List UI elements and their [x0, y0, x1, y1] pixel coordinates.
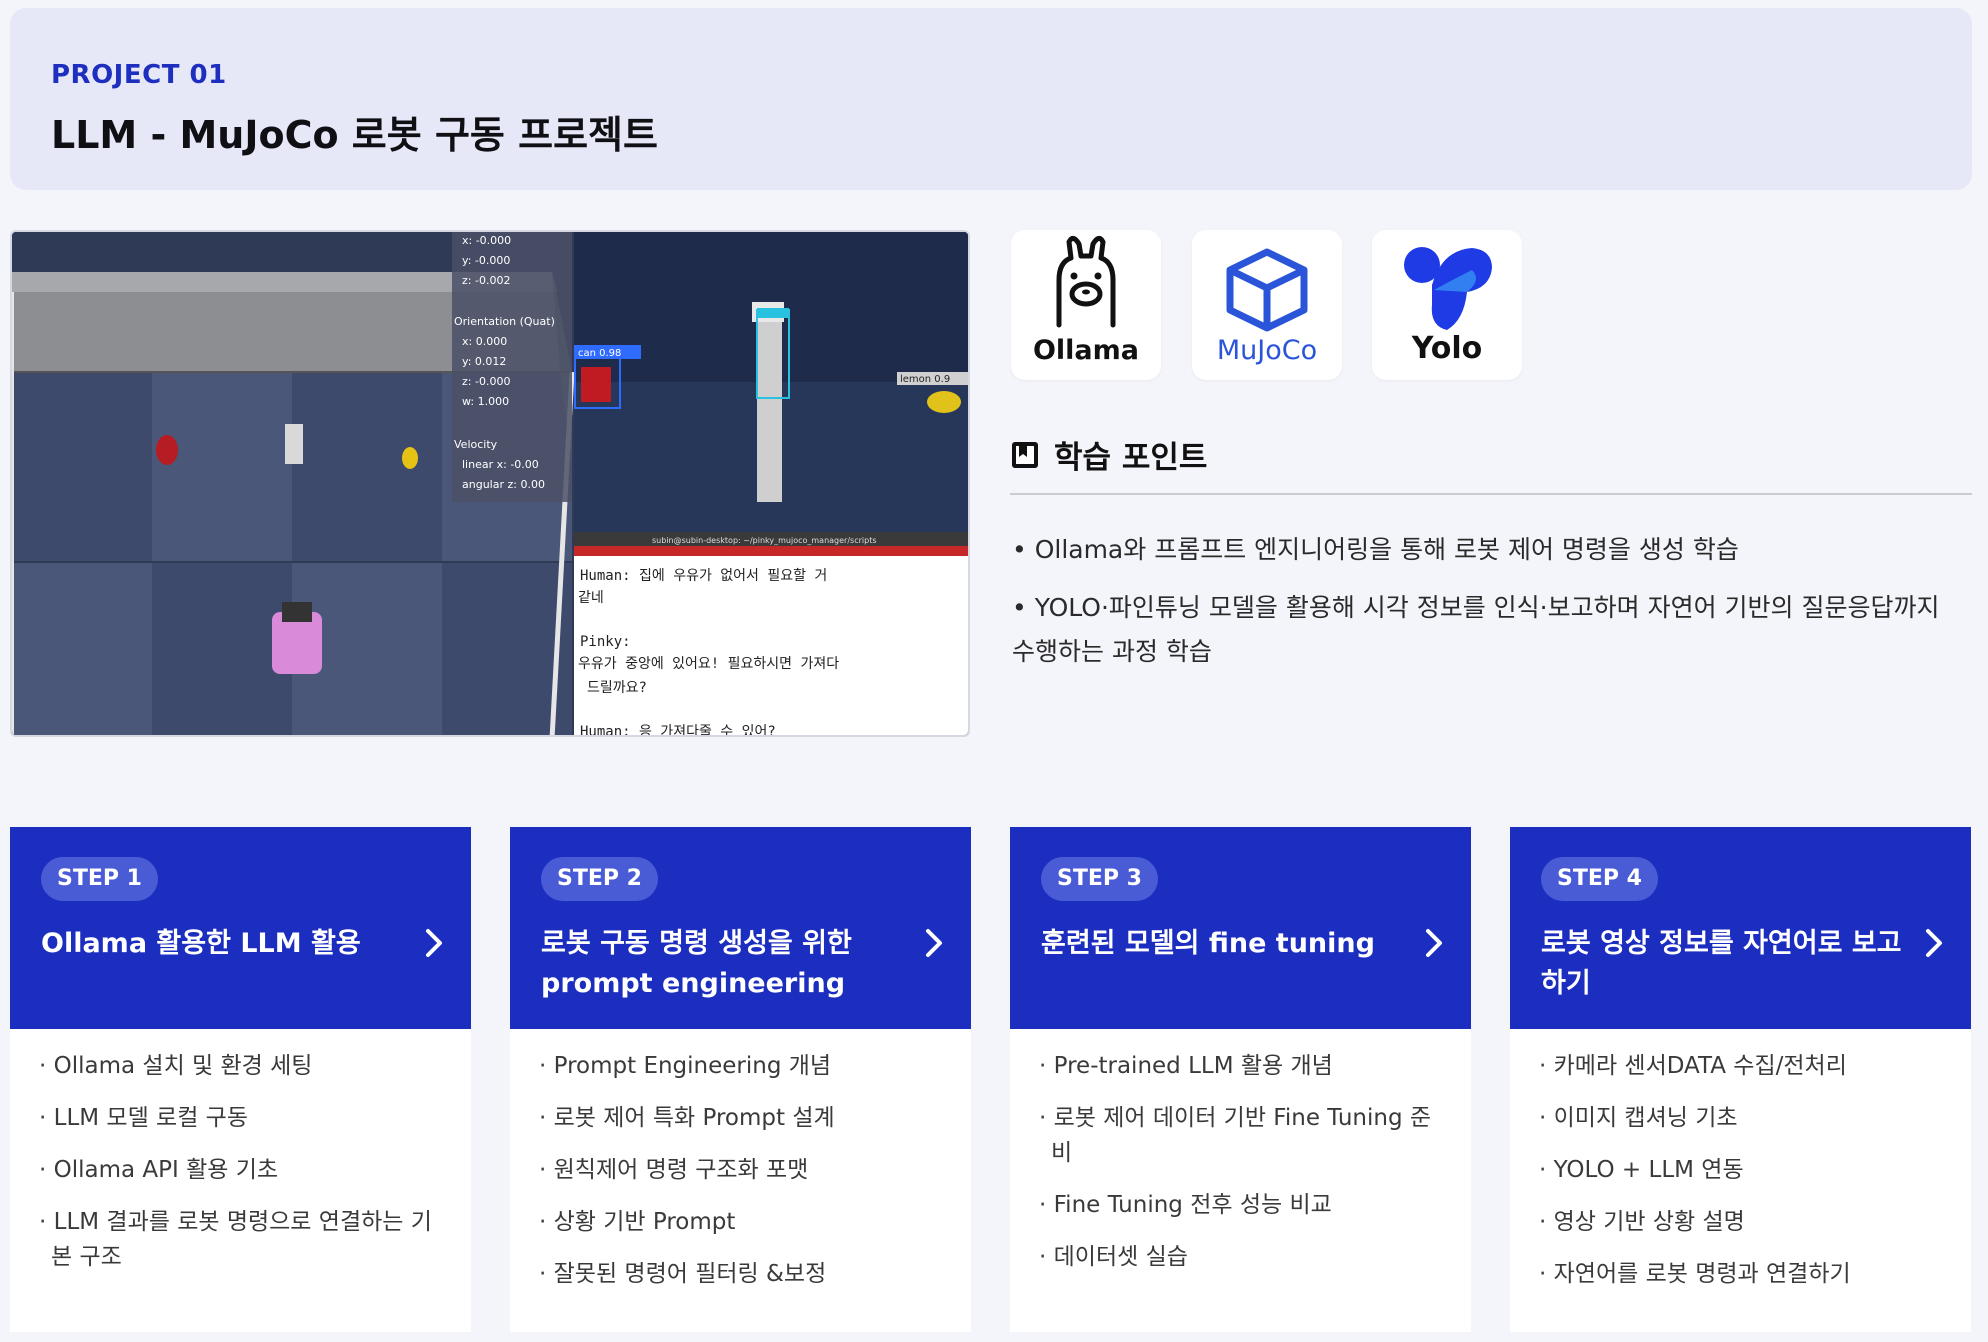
step-items-list: 카메라 센서DATA 수집/전처리 이미지 캡셔닝 기초 YOLO + LLM …	[1539, 1049, 1949, 1309]
ollama-logo-label: Ollama	[1032, 335, 1140, 366]
step-items-list: Ollama 설치 및 환경 세팅 LLM 모델 로컬 구동 Ollama AP…	[39, 1049, 449, 1292]
llama-icon	[1056, 236, 1116, 328]
step-title: Ollama 활용한 LLM 활용	[41, 928, 361, 959]
list-item: 이미지 캡셔닝 기초	[1539, 1101, 1949, 1136]
step-title: 로봇 영상 정보를 자연어로 보고하기	[1541, 928, 1902, 999]
step-badge: STEP 3	[1041, 857, 1158, 901]
detection-lemon-label: lemon 0.9	[900, 374, 950, 385]
step-card-2[interactable]: STEP 2 로봇 구동 명령 생성을 위한 prompt engineerin…	[510, 827, 971, 1332]
chevron-right-icon[interactable]	[419, 925, 449, 961]
step-card-4[interactable]: STEP 4 로봇 영상 정보를 자연어로 보고하기 카메라 센서DATA 수집…	[1510, 827, 1971, 1332]
overlay-pos-y: y: -0.000	[462, 254, 510, 267]
learning-point-1: • Ollama와 프롬프트 엔지니어링을 통해 로봇 제어 명령을 생성 학습	[1012, 535, 1739, 564]
overlay-quat-w: w: 1.000	[462, 395, 509, 408]
list-item: 상황 기반 Prompt	[539, 1205, 949, 1240]
list-item: 자연어를 로봇 명령과 연결하기	[1539, 1257, 1949, 1292]
overlay-quat-z: z: -0.000	[462, 375, 510, 388]
terminal-line-6: Human: 응 가져다줄 수 있어?	[580, 724, 776, 737]
overlay-linear: linear x: -0.00	[462, 458, 539, 471]
simulation-scene: x: -0.000 y: -0.000 z: -0.002 Orientatio…	[12, 232, 968, 737]
list-item: 영상 기반 상황 설명	[1539, 1205, 1949, 1240]
cube-icon	[1226, 248, 1308, 332]
overlay-angular: angular z: 0.00	[462, 478, 545, 491]
step-card-3[interactable]: STEP 3 훈련된 모델의 fine tuning Pre-trained L…	[1010, 827, 1471, 1332]
step-card-1[interactable]: STEP 1 Ollama 활용한 LLM 활용 Ollama 설치 및 환경 …	[10, 827, 471, 1332]
learning-point-2: • YOLO·파인튜닝 모델을 활용해 시각 정보를 인식·보고하며 자연어 기…	[1012, 593, 1940, 666]
overlay-pos-x: x: -0.000	[462, 234, 511, 247]
overlay-pos-z: z: -0.002	[462, 274, 510, 287]
chevron-right-icon[interactable]	[919, 925, 949, 961]
overlay-orientation-label: Orientation (Quat)	[454, 315, 555, 328]
step-title: 로봇 구동 명령 생성을 위한 prompt engineering	[541, 928, 852, 999]
list-item: 로봇 제어 특화 Prompt 설계	[539, 1101, 949, 1136]
overlay-quat-x: x: 0.000	[462, 335, 507, 348]
step-card-header: STEP 2 로봇 구동 명령 생성을 위한 prompt engineerin…	[510, 827, 971, 1029]
terminal-line-4: 우유가 중앙에 있어요! 필요하시면 가져다	[578, 656, 839, 672]
mujoco-logo: MuJoCo	[1192, 230, 1342, 380]
terminal-title: subin@subin-desktop: ~/pinky_mujoco_mana…	[652, 536, 877, 545]
list-item: 로봇 제어 데이터 기반 Fine Tuning 준비	[1039, 1101, 1449, 1171]
step-badge: STEP 4	[1541, 857, 1658, 901]
terminal-line-1: Human: 집에 우유가 없어서 필요할 거	[580, 568, 827, 584]
chevron-right-icon[interactable]	[1419, 925, 1449, 961]
project-header: PROJECT 01 LLM - MuJoCo 로봇 구동 프로젝트	[10, 8, 1972, 190]
chevron-right-icon[interactable]	[1919, 925, 1949, 961]
overlay-quat-y: y: 0.012	[462, 355, 506, 368]
learning-points-divider	[1010, 493, 1972, 495]
simulation-screenshot: x: -0.000 y: -0.000 z: -0.002 Orientatio…	[10, 230, 970, 737]
step-items-list: Pre-trained LLM 활용 개념 로봇 제어 데이터 기반 Fine …	[1039, 1049, 1449, 1292]
list-item: YOLO + LLM 연동	[1539, 1153, 1949, 1188]
terminal-line-2: 같네	[578, 590, 604, 606]
step-badge: STEP 1	[41, 857, 158, 901]
list-item: LLM 모델 로컬 구동	[39, 1101, 449, 1136]
mujoco-logo-label: MuJoCo	[1216, 335, 1318, 366]
project-label: PROJECT 01	[51, 60, 227, 90]
yolo-mark-icon	[1404, 247, 1492, 330]
list-item: Pre-trained LLM 활용 개념	[1039, 1049, 1449, 1084]
list-item: Prompt Engineering 개념	[539, 1049, 949, 1084]
list-item: Fine Tuning 전후 성능 비교	[1039, 1188, 1449, 1223]
yolo-logo-label: Yolo	[1411, 331, 1483, 366]
bookmark-book-icon	[1012, 441, 1038, 468]
step-card-header: STEP 3 훈련된 모델의 fine tuning	[1010, 827, 1471, 1029]
learning-points-title: 학습 포인트	[1054, 440, 1208, 476]
yolo-logo: Yolo	[1372, 230, 1522, 380]
list-item: 카메라 센서DATA 수집/전처리	[1539, 1049, 1949, 1084]
learning-points-heading: 학습 포인트	[1010, 432, 1207, 477]
list-item: 잘못된 명령어 필터링 &보정	[539, 1257, 949, 1292]
step-items-list: Prompt Engineering 개념 로봇 제어 특화 Prompt 설계…	[539, 1049, 949, 1309]
terminal-line-3: Pinky:	[580, 634, 631, 650]
ollama-logo: Ollama	[1011, 230, 1161, 380]
list-item: Ollama API 활용 기초	[39, 1153, 449, 1188]
step-card-header: STEP 1 Ollama 활용한 LLM 활용	[10, 827, 471, 1029]
list-item: Ollama 설치 및 환경 세팅	[39, 1049, 449, 1084]
list-item: 데이터셋 실습	[1039, 1240, 1449, 1275]
overlay-velocity-label: Velocity	[454, 438, 498, 451]
detection-can-label: can 0.98	[578, 348, 621, 359]
step-title: 훈련된 모델의 fine tuning	[1041, 928, 1375, 959]
terminal-line-5: 드릴까요?	[587, 680, 647, 696]
list-item: 원칙제어 명령 구조화 포맷	[539, 1153, 949, 1188]
step-card-header: STEP 4 로봇 영상 정보를 자연어로 보고하기	[1510, 827, 1971, 1029]
project-title: LLM - MuJoCo 로봇 구동 프로젝트	[51, 113, 658, 157]
list-item: LLM 결과를 로봇 명령으로 연결하는 기본 구조	[39, 1205, 449, 1275]
step-badge: STEP 2	[541, 857, 658, 901]
